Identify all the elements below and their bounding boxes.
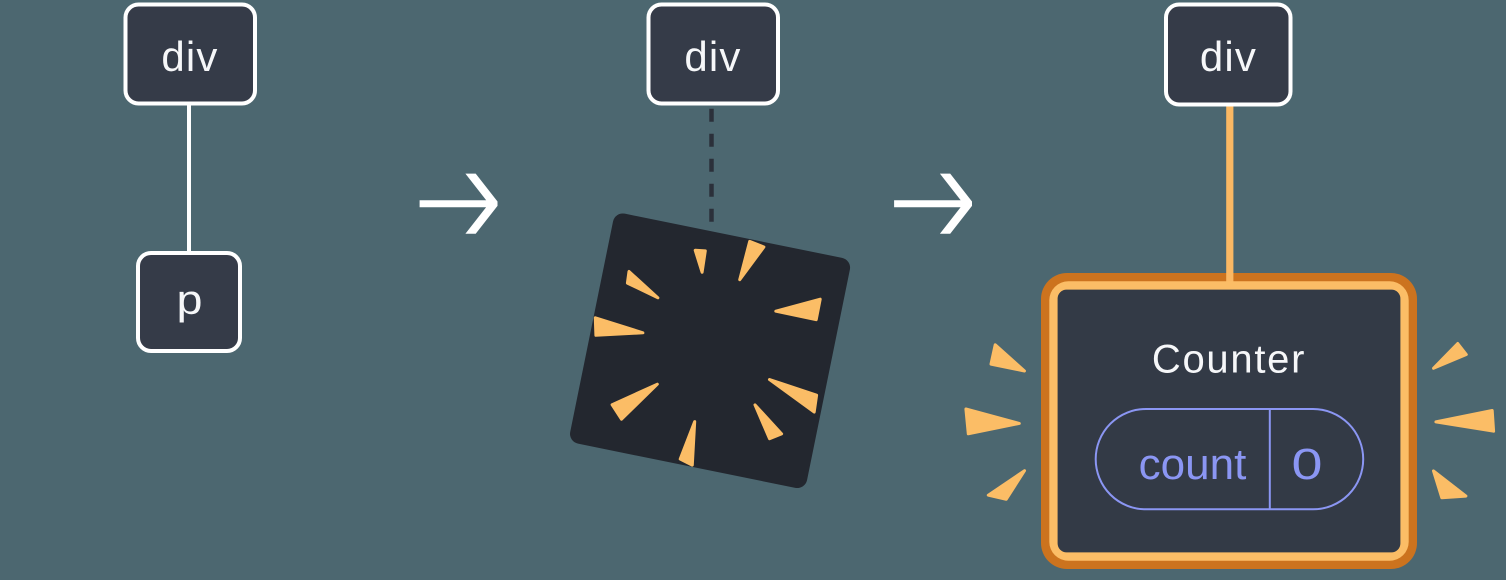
- svg-text:div: div: [1200, 33, 1257, 80]
- svg-text:count: count: [1139, 440, 1247, 489]
- svg-text:p: p: [177, 276, 203, 323]
- svg-text:Counter: Counter: [1152, 338, 1306, 382]
- svg-text:div: div: [684, 33, 741, 80]
- svg-text:div: div: [161, 33, 218, 80]
- svg-text:0: 0: [1292, 440, 1323, 489]
